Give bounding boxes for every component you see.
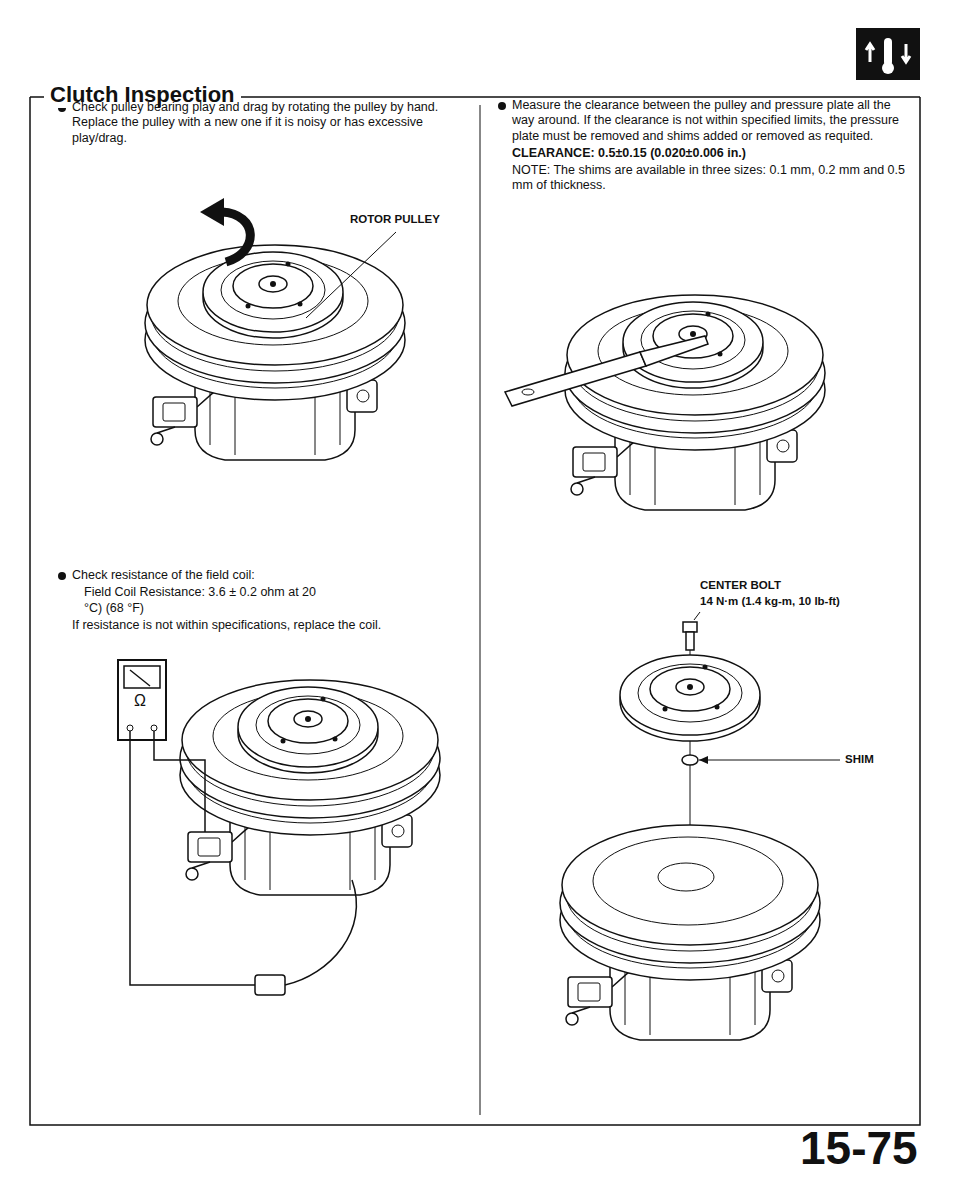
rect-shape [683,622,697,632]
section-icon [856,28,920,80]
feeler-gauge [505,336,708,406]
leader-arrowhead [699,756,708,764]
part-name: SHIM [845,752,874,766]
test-lead [154,731,205,832]
specification-text: CLEARANCE: 0.5±0.15 (0.020±0.006 in.) [512,146,746,161]
rotation-arrow [222,212,250,262]
meter-symbol: Ω [134,691,146,711]
rect-shape [856,28,920,80]
pressure-plate [203,252,343,338]
torque-spec: 14 N·m (1.4 kg-m, 10 lb-ft) [700,594,840,608]
path-shape [866,44,874,62]
page-frame [30,97,920,1125]
rect-shape [884,38,892,66]
path-shape [640,336,708,366]
path-shape [505,352,646,406]
line-shape [130,670,150,686]
ellipse-shape [522,389,534,395]
pressure-plate [620,655,760,741]
center-bolt [683,622,697,650]
leader-line [306,232,396,318]
page-number: 15-75 [800,1120,918,1176]
compressor [180,680,440,895]
specification-text: Field Coil Resistance: 3.6 ± 0.2 ohm at … [84,585,332,616]
instruction-text: If resistance is not within specificatio… [72,618,467,633]
note-text: NOTE: The shims are available in three s… [512,163,912,194]
path-shape [902,44,910,62]
bullet [58,572,66,580]
coil-lead [285,880,356,985]
compressor [560,825,820,1040]
part-name: CENTER BOLT [700,578,781,592]
column-divider [480,105,481,1115]
pressure-plate [623,302,763,388]
circle-shape [127,725,133,731]
coil-connector [255,975,285,995]
rect-shape [118,660,166,740]
rect-shape [686,632,694,650]
bullet [498,102,506,110]
rotation-arrowhead [200,198,224,226]
ohmmeter [118,660,166,740]
compressor [145,245,405,460]
circle-shape [882,62,894,74]
circle-shape [151,725,157,731]
instruction-text: Check resistance of the field coil: [72,568,462,583]
instruction-text: Measure the clearance between the pulley… [512,98,912,144]
leader-line [694,612,700,620]
part-name: ROTOR PULLEY [350,212,440,226]
instruction-text: Check pulley bearing play and drag by ro… [72,100,462,146]
shim [682,755,698,765]
leader-line [699,760,840,761]
rect-shape [124,666,160,688]
compressor [565,295,825,510]
pressure-plate [238,687,378,773]
test-lead [130,731,255,985]
